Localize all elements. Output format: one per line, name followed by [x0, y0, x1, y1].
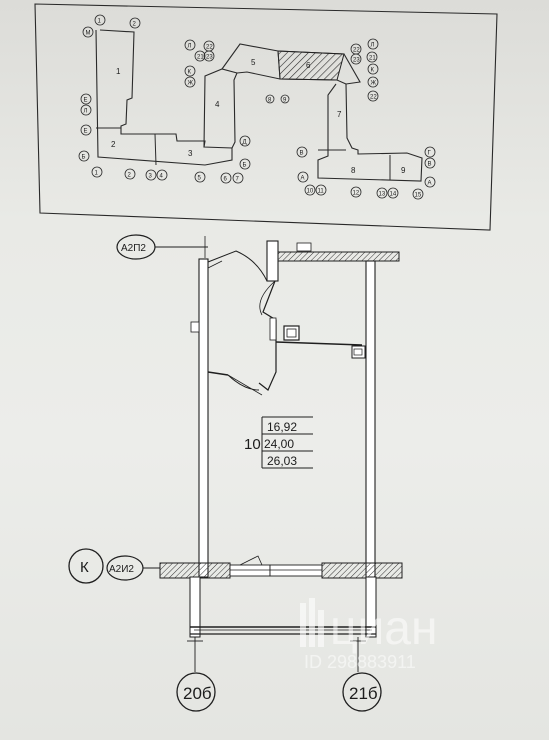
axis-bubble-label: 8	[268, 98, 272, 104]
axis-bubble-label: 22	[370, 95, 377, 101]
axis-bubble-label: 22	[206, 45, 213, 51]
balcony-wall-right	[365, 576, 377, 638]
axis-bubble-label: 23	[353, 58, 360, 64]
axis-bubble-label: В	[428, 162, 432, 168]
key-plan-frame	[34, 3, 498, 231]
key-plan-tower-right	[317, 83, 423, 182]
axis-bubble-20b	[176, 672, 216, 712]
axis-bubble-label: 21	[369, 56, 376, 62]
axis-bubble-label: 2	[133, 22, 137, 28]
cian-logo-icon	[300, 598, 324, 647]
axis-bubble-label: Б	[82, 155, 86, 161]
watermark-id: ID 298883911	[304, 652, 416, 672]
top-wall	[276, 251, 400, 262]
axis-bubble-label: 15	[415, 193, 422, 199]
section-number: 8	[351, 166, 356, 175]
axis-bubble-label: 12	[353, 191, 360, 197]
axis-bubble-label: 6	[224, 177, 228, 183]
axis-bubble-label: 14	[390, 192, 397, 198]
section-number: 5	[251, 58, 256, 67]
axis-bubble-label: Ж	[371, 81, 377, 87]
exterior-wall-left	[159, 562, 231, 579]
apartment-number: 10	[244, 436, 261, 453]
right-wall	[365, 260, 376, 580]
axis-bubble-label: Л	[84, 109, 88, 115]
section-number: 9	[401, 166, 406, 175]
axis-bubble-21b	[342, 672, 382, 712]
axis-bubble-label: А	[428, 181, 432, 187]
axis-bubble-label: М	[86, 31, 91, 37]
left-wall	[198, 258, 209, 578]
axis-bubble-label: Е	[84, 98, 88, 104]
key-plan: 1 2 3 4 5 6 7 8 9 1 2 М Л 22 21 23 К Ж 2…	[34, 3, 498, 231]
axis-bubble-label: 22	[353, 48, 360, 54]
axis-label-21b: 21б	[349, 684, 378, 703]
window	[229, 564, 271, 577]
section-number: 4	[215, 100, 220, 109]
axis-bubble-label: Б	[243, 163, 247, 169]
label-a2i2: А2И2	[109, 564, 134, 575]
axis-bubble-label: Г	[428, 151, 432, 157]
axis-bubble-label: 9	[283, 98, 287, 104]
watermark-brand: циан	[330, 602, 438, 655]
axis-bubble-label: 7	[236, 177, 240, 183]
axis-bubble-label: 4	[160, 174, 164, 180]
axis-bubble-label: 10	[307, 189, 314, 195]
axis-bubble-label: Л	[188, 44, 192, 50]
axis-bubble-label: В	[300, 151, 304, 157]
key-plan-hatched-section	[277, 50, 345, 81]
axis-label-20b: 20б	[183, 684, 212, 703]
axis-bubble-label: Ж	[188, 81, 194, 87]
section-number: 2	[111, 140, 116, 149]
key-plan-wing-left	[95, 29, 233, 166]
axis-bubble-label: 11	[318, 189, 325, 195]
key-plan-tower-middle	[203, 68, 238, 149]
axis-bubble-label: 13	[379, 192, 386, 198]
area-table	[261, 416, 313, 469]
area-living: 16,92	[267, 420, 297, 434]
axis-label-k: К	[80, 559, 89, 576]
axis-bubble-label: 23	[206, 55, 213, 61]
balcony-door	[269, 564, 323, 577]
axis-bubble-label: Д	[243, 140, 247, 146]
watermark: циан ID 298883911	[300, 598, 438, 672]
section-number: 6	[306, 61, 311, 70]
label-a2p2: А2П2	[121, 243, 146, 254]
axis-bubble-k	[68, 548, 104, 584]
axis-bubble-label: 2	[128, 173, 132, 179]
axis-bubble-label: К	[371, 68, 375, 74]
section-number: 1	[116, 67, 121, 76]
section-number: 3	[188, 149, 193, 158]
axis-bubble-label: 21	[197, 55, 204, 61]
sink-fixture	[283, 325, 300, 341]
section-number: 7	[337, 110, 342, 119]
exterior-wall-right	[321, 562, 403, 579]
axis-bubble-label: Л	[371, 43, 375, 49]
area-with-balcony: 26,03	[267, 454, 297, 468]
axis-bubble-label: 1	[98, 19, 102, 25]
apartment-plan: А2П2	[68, 234, 403, 712]
wall-column	[266, 240, 279, 282]
axis-bubble-label: 3	[149, 174, 153, 180]
axis-bubble-label: К	[188, 70, 192, 76]
axis-bubble-label: А	[301, 176, 305, 182]
key-plan-division	[154, 133, 157, 166]
area-total: 24,00	[264, 437, 294, 451]
axis-bubble-label: Е	[84, 129, 88, 135]
axis-bubble-label: 1	[95, 171, 99, 177]
balcony-wall-left	[189, 576, 201, 638]
axis-bubble-label: 5	[198, 176, 202, 182]
